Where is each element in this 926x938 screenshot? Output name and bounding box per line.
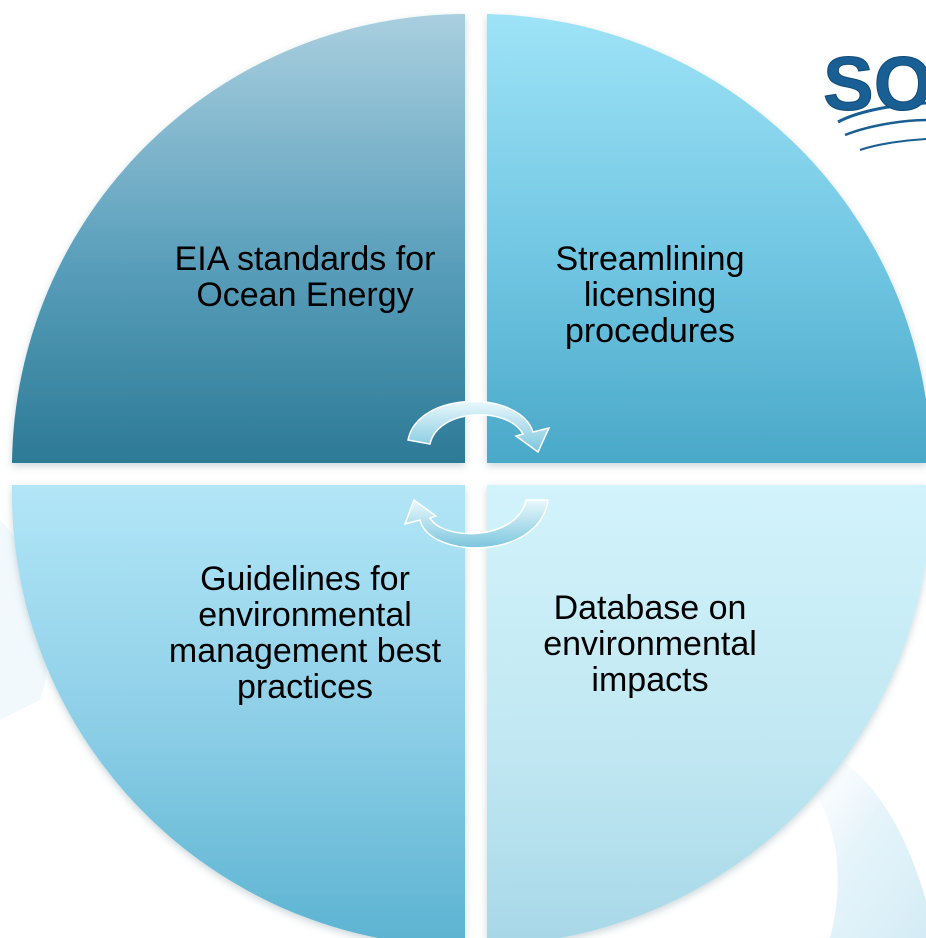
segment-label-database: Database on environmental impacts <box>543 589 757 699</box>
segment-label-guidelines: Guidelines for environmental management … <box>168 560 442 706</box>
background-swoosh <box>790 740 926 938</box>
segment-top-left <box>12 14 465 463</box>
background-glow <box>0 520 48 720</box>
logo-swoosh-line-3 <box>859 138 926 151</box>
cycle-arrows <box>403 400 551 549</box>
logo-swoosh-line-2 <box>844 118 926 137</box>
arrow-bottom-clockwise <box>403 498 549 549</box>
segment-bottom-right <box>487 485 926 938</box>
logo-text: SO <box>823 42 926 127</box>
logo: SO <box>823 42 926 151</box>
segment-bottom-left <box>11 485 465 938</box>
segment-label-streamlining-licensing: Streamlining licensing procedures <box>555 240 745 350</box>
segment-label-eia-standards: EIA standards for Ocean Energy <box>174 240 436 314</box>
logo-swoosh-line-1 <box>837 101 926 124</box>
segment-top-right <box>487 14 926 463</box>
arrow-top-clockwise <box>407 400 551 454</box>
